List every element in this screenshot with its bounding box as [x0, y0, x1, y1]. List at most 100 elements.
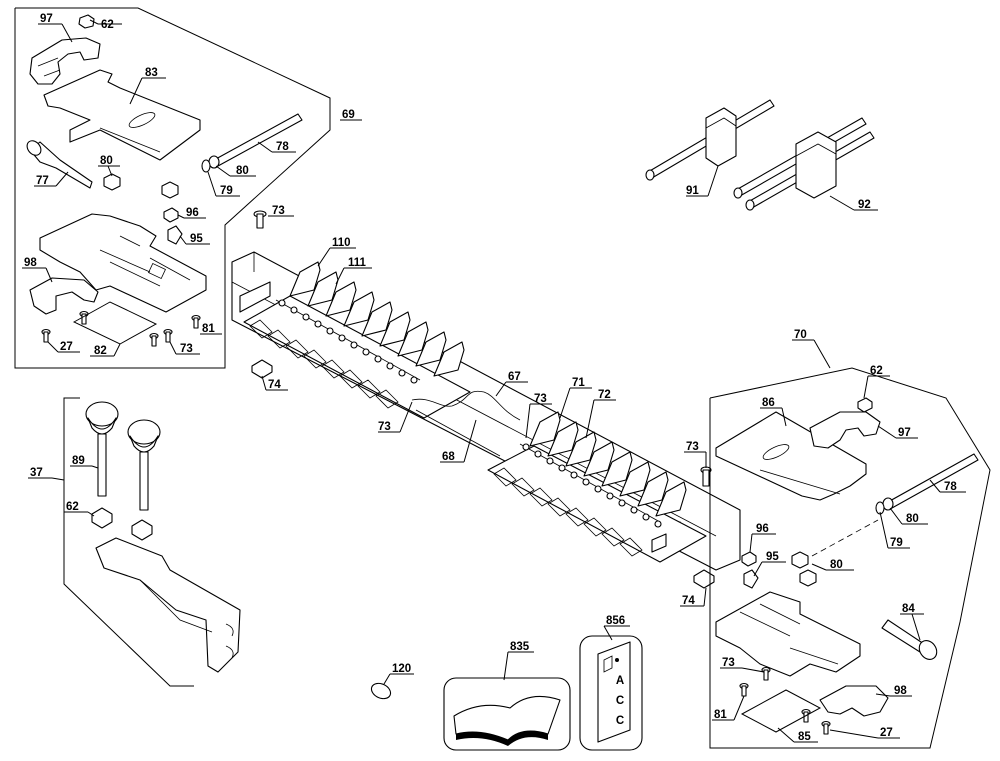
part-73-screw-right [761, 666, 771, 681]
part-120-o-ring [370, 682, 392, 700]
part-83-plate [43, 69, 201, 161]
part-79-washer [201, 159, 211, 173]
label-73-under: 73 [378, 421, 391, 433]
part-73-screw-b [163, 328, 173, 343]
part-84-pin [881, 619, 925, 653]
label-27-top: 27 [60, 341, 73, 353]
assembly-37-outline [63, 397, 194, 687]
part-96-nut-right [741, 551, 757, 567]
part-78-rod-right [887, 453, 979, 509]
label-92: 92 [858, 199, 871, 211]
part-78-rod [213, 113, 303, 167]
label-73-right-b: 73 [722, 657, 735, 669]
part-81-screw [191, 314, 201, 329]
assembly-69-group [14, 7, 331, 369]
label-98-top: 98 [24, 257, 37, 269]
part-stop-block [651, 533, 667, 553]
part-62-nut [78, 14, 95, 29]
part-74-nut-right [693, 569, 715, 589]
part-89-knob-2 [127, 419, 161, 511]
part-98-clamp [29, 277, 99, 315]
card-letter-c2: C [616, 715, 624, 727]
part-77-pin [29, 141, 93, 189]
label-73-center: 73 [534, 393, 547, 405]
bracket-92 [733, 117, 875, 211]
assembly-70-group [709, 367, 991, 749]
label-97-right: 97 [898, 427, 911, 439]
part-97-clamp-right [809, 411, 881, 449]
part-97-clamp [29, 37, 101, 85]
label-80-right-nut: 80 [830, 559, 843, 571]
label-74-right: 74 [682, 595, 695, 607]
part-73-screw-c [149, 332, 159, 347]
callout-leaders [22, 19, 966, 743]
label-72: 72 [598, 389, 611, 401]
label-96-top: 96 [186, 207, 199, 219]
part-74-nut-left [251, 359, 273, 379]
part-111-fingers [289, 261, 465, 377]
label-83: 83 [145, 67, 158, 79]
label-98-right: 98 [894, 685, 907, 697]
label-95-right: 95 [766, 551, 779, 563]
label-78-top: 78 [276, 141, 289, 153]
part-base-housing-right [715, 591, 861, 677]
label-77: 77 [36, 175, 49, 187]
label-27-right: 27 [880, 727, 893, 739]
label-73-left: 73 [180, 343, 193, 355]
label-81-right: 81 [714, 709, 727, 721]
label-74-left: 74 [268, 379, 281, 391]
label-82: 82 [94, 345, 107, 357]
label-856: 856 [606, 615, 625, 627]
label-86: 86 [762, 397, 775, 409]
part-81-screw-right [739, 682, 749, 697]
label-70: 70 [794, 329, 807, 341]
part-96-nut [163, 207, 179, 223]
bead-strip-right [519, 443, 662, 528]
part-835-manual [443, 677, 571, 751]
label-120: 120 [392, 663, 411, 675]
label-835: 835 [510, 641, 530, 653]
part-72-comb [487, 445, 707, 563]
label-78-right: 78 [944, 481, 957, 493]
part-856-card: A C C [579, 635, 643, 751]
part-62-nut-bottom [91, 507, 113, 529]
label-37: 37 [30, 467, 43, 479]
part-27-screw-right [821, 720, 831, 735]
label-110: 110 [332, 237, 351, 249]
label-95-top: 95 [190, 233, 203, 245]
part-98-clamp-right [819, 685, 889, 717]
label-73-right: 73 [686, 441, 699, 453]
part-89-knob [85, 401, 119, 497]
bead-strip-left [275, 299, 421, 384]
part-68-spring [411, 390, 521, 421]
label-80-washer: 80 [236, 165, 249, 177]
callout-labels: 97 62 83 69 78 80 80 79 77 96 73 95 98 8… [24, 13, 957, 743]
part-80-nut-2 [161, 181, 179, 199]
part-rail-end-left [239, 281, 271, 313]
label-73-top: 73 [272, 205, 285, 217]
part-base-housing [39, 213, 207, 313]
label-62-top: 62 [101, 19, 114, 31]
label-62-right: 62 [870, 365, 883, 377]
assembly-37-group [63, 397, 241, 687]
label-96-right: 96 [756, 523, 769, 535]
label-85: 85 [798, 731, 811, 743]
bracket-91 [645, 99, 775, 181]
template-assembly [231, 251, 741, 589]
label-69: 69 [342, 109, 355, 121]
label-79-top: 79 [220, 185, 233, 197]
label-79-right: 79 [890, 537, 903, 549]
part-82-kit-outline [72, 301, 158, 345]
part-80-nut-right [791, 551, 809, 569]
part-80-nut [103, 173, 121, 191]
label-84: 84 [902, 603, 915, 615]
label-62-bottom: 62 [66, 501, 79, 513]
part-95-clip [167, 225, 183, 245]
part-110-comb [243, 295, 471, 419]
label-71: 71 [572, 377, 585, 389]
part-71-fingers [529, 411, 687, 517]
part-27-screw [41, 328, 51, 343]
label-81-top: 81 [202, 323, 215, 335]
part-37-bracket [95, 537, 241, 673]
